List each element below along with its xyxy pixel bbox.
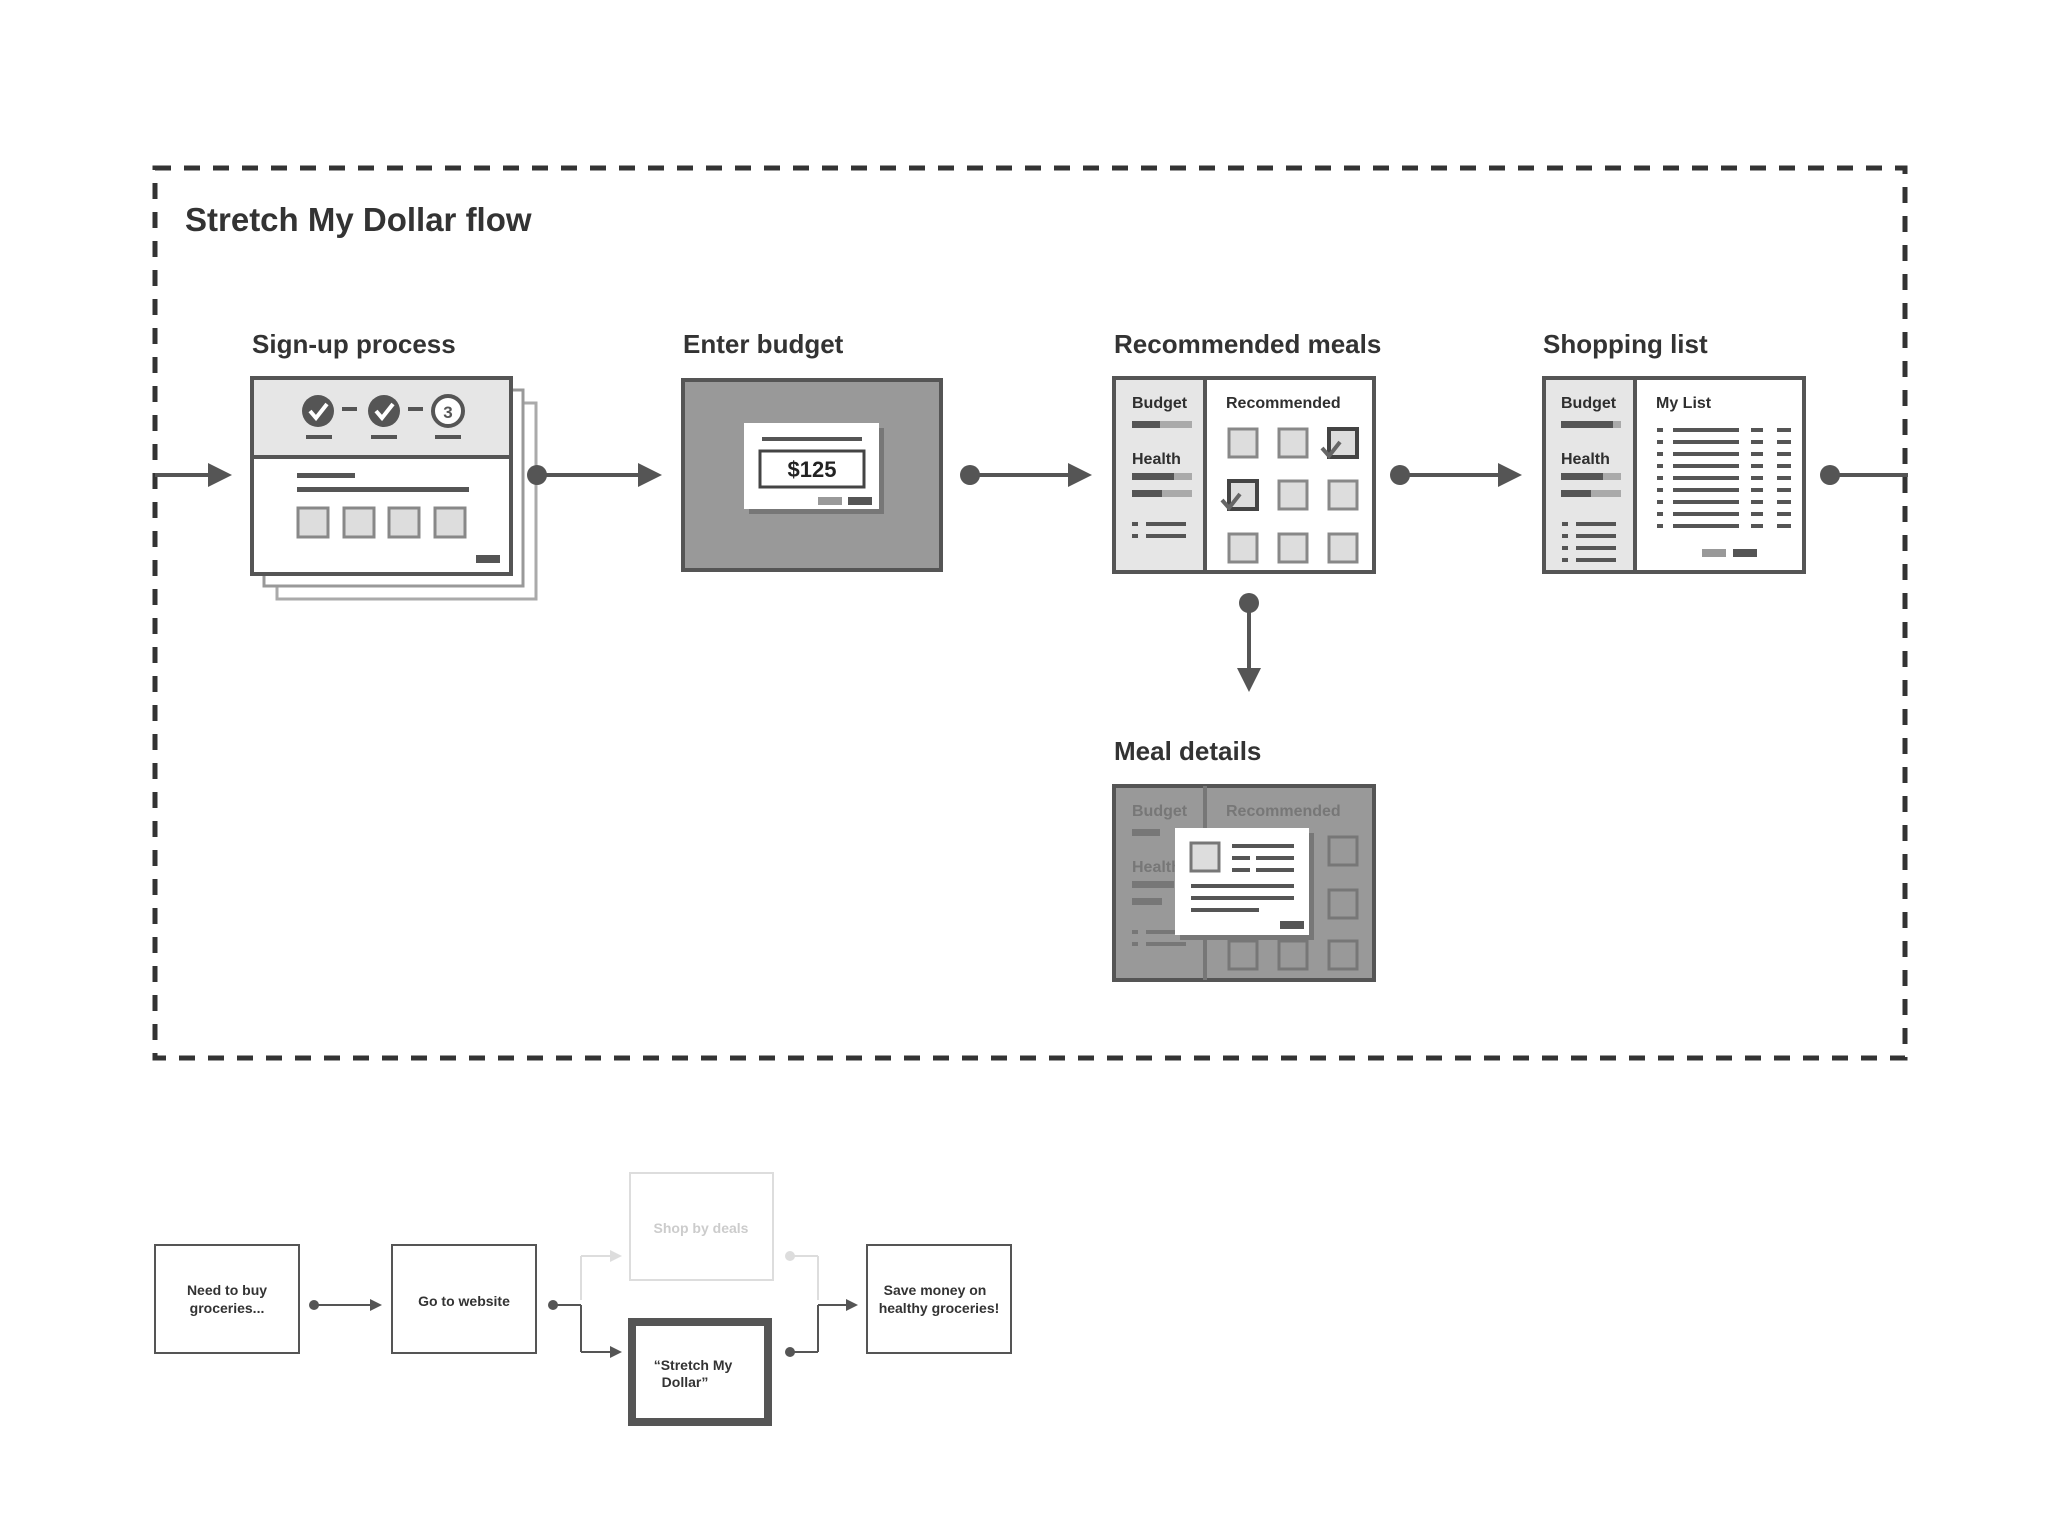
checkmark-icon <box>1320 440 1342 460</box>
sidebar-health-label: Health <box>1132 451 1181 468</box>
flow-container <box>152 165 1908 1061</box>
sidebar-budget-label: Budget <box>1561 395 1617 412</box>
recommended-panel-title: Recommended <box>1226 395 1341 412</box>
journey-need-line1: Need to buy <box>187 1282 267 1298</box>
journey-stretch-line2: Dollar” <box>662 1374 709 1390</box>
step-three-circle <box>431 394 465 428</box>
check-circle-icon <box>302 395 334 427</box>
journey-save-line1: Save money on <box>884 1282 987 1298</box>
flow-connectors <box>155 463 1908 692</box>
budget-amount: $125 <box>788 457 837 482</box>
shopping-list-screen: Budget Health My List <box>1542 376 1806 574</box>
checkmark-icon <box>1220 492 1242 512</box>
sidebar-health-label: Health <box>1561 451 1610 468</box>
journey-stretch-line1: “Stretch My <box>654 1357 733 1373</box>
details-panel-title: Recommended <box>1226 803 1341 820</box>
journey-box-need <box>154 1244 300 1354</box>
check-circle-icon <box>368 395 400 427</box>
my-list-panel-title: My List <box>1656 395 1712 412</box>
journey-box-save <box>866 1244 1012 1354</box>
journey-box-deals <box>629 1172 774 1281</box>
journey-website-label: Go to website <box>418 1293 510 1309</box>
signup-screen-stack: 3 <box>250 376 538 601</box>
journey-box-website <box>391 1244 537 1354</box>
step-label-recommended: Recommended meals <box>1114 329 1381 359</box>
step-label-shopping: Shopping list <box>1543 329 1708 359</box>
flow-title: Stretch My Dollar flow <box>185 201 532 238</box>
step-number: 3 <box>443 403 452 422</box>
journey-diagram: Need to buy groceries... Go to website S… <box>154 1172 1012 1426</box>
budget-screen: $125 <box>681 378 943 572</box>
sidebar-budget-label: Budget <box>1132 803 1188 820</box>
list-lines <box>1657 428 1791 528</box>
step-label-budget: Enter budget <box>683 329 844 359</box>
recommended-screen: Budget Health Recommended <box>1112 376 1376 574</box>
step-label-signup: Sign-up process <box>252 329 456 359</box>
journey-deals-label: Shop by deals <box>654 1220 749 1236</box>
sidebar-budget-label: Budget <box>1132 395 1188 412</box>
journey-save-line2: healthy groceries! <box>879 1300 1000 1316</box>
journey-need-line2: groceries... <box>190 1300 265 1316</box>
step-label-details: Meal details <box>1114 736 1261 766</box>
journey-box-stretch <box>628 1318 772 1426</box>
sidebar-health-label: Health <box>1132 859 1181 876</box>
meal-details-screen: Budget Health Recommended <box>1112 784 1376 982</box>
